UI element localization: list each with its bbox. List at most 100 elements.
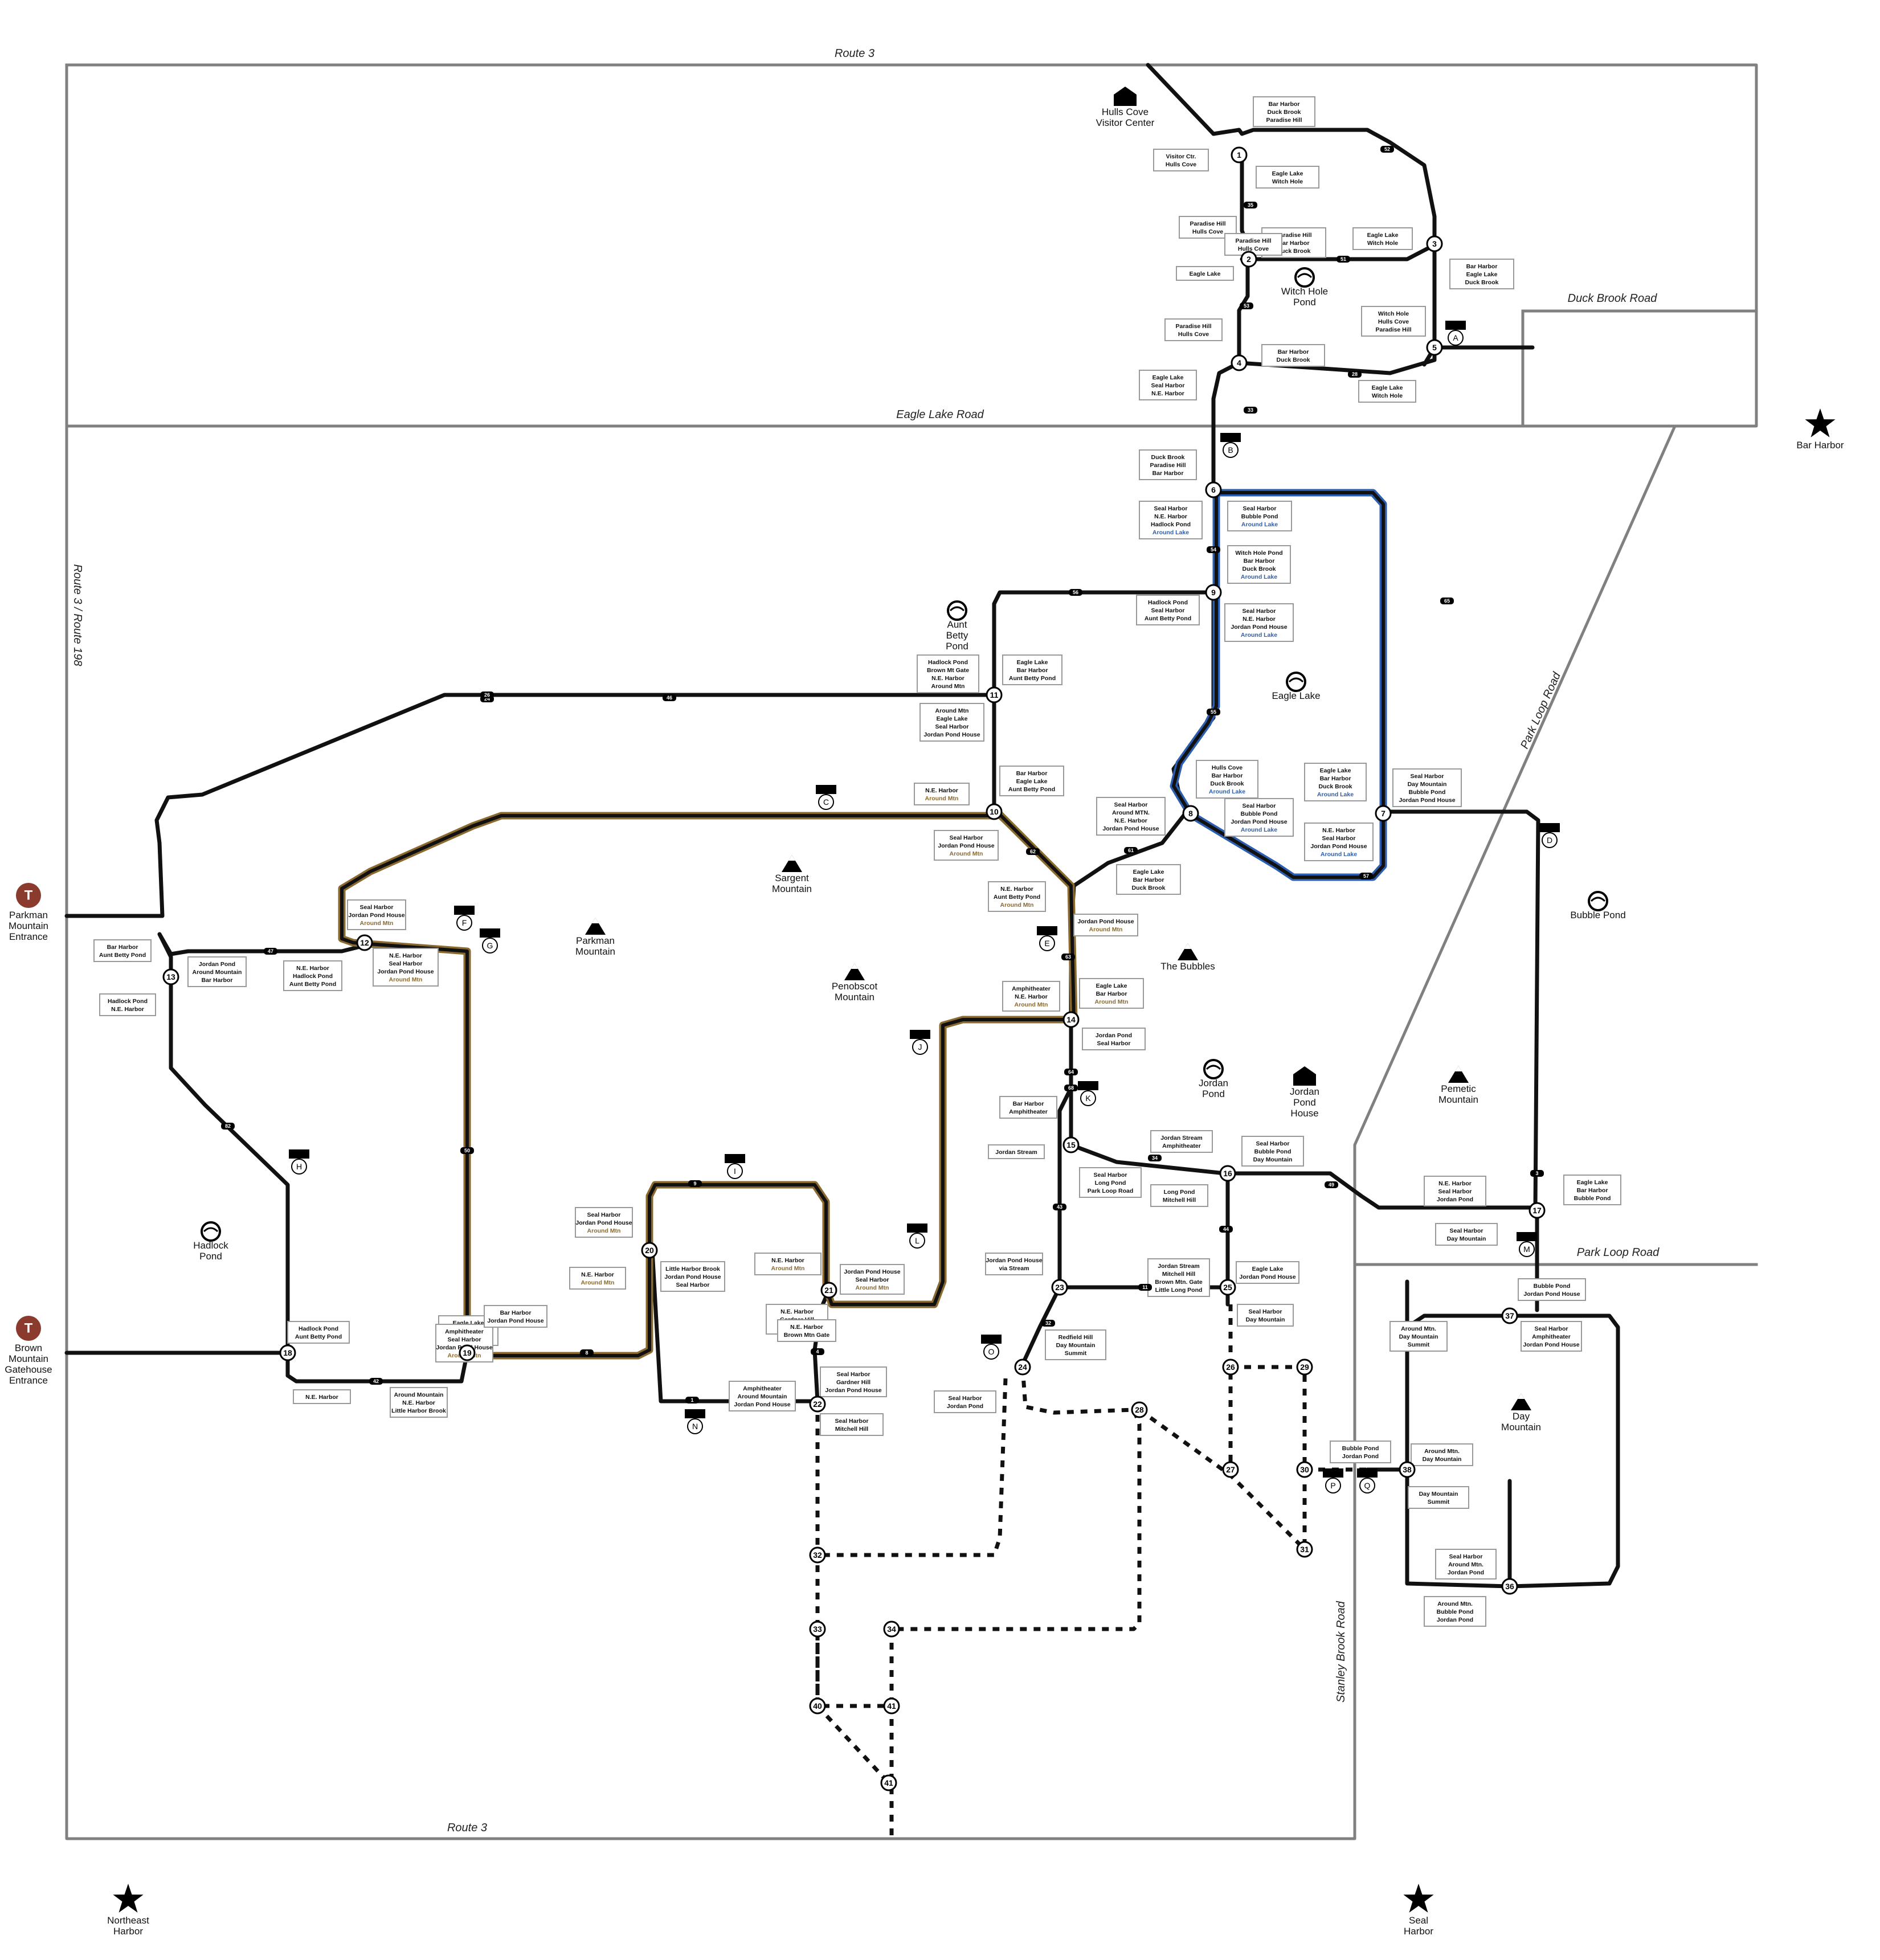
segment-marker: 8 bbox=[580, 1349, 594, 1356]
svg-text:T: T bbox=[24, 1321, 33, 1336]
sign-line: Jordan Pond House bbox=[664, 1274, 721, 1280]
intersection-5: 5 bbox=[1426, 339, 1443, 356]
place-label: Bubble Pond bbox=[1570, 910, 1625, 920]
sign-line: N.E. Harbor bbox=[402, 1400, 435, 1406]
sign-line: Jordan Pond House bbox=[1239, 1274, 1295, 1280]
sign-line: N.E. Harbor bbox=[1151, 390, 1184, 397]
segment-number: 52 bbox=[1384, 146, 1390, 152]
sign-line: Bubble Pond bbox=[1574, 1195, 1611, 1202]
sign-line: Bar Harbor bbox=[500, 1310, 532, 1316]
carriage-road bbox=[1057, 1086, 1073, 1290]
place-label: Pond bbox=[946, 641, 968, 652]
place-label: Seal bbox=[1409, 1915, 1428, 1926]
sign-line: Jordan Pond House bbox=[734, 1401, 790, 1408]
sign-line: Paradise Hill bbox=[1235, 238, 1271, 244]
sign-line: Day Mountain bbox=[1447, 1235, 1486, 1242]
sign-line: Aunt Betty Pond bbox=[1008, 786, 1055, 793]
sign-line: Hadlock Pond bbox=[299, 1325, 338, 1332]
sign-line: Jordan Pond House bbox=[1102, 825, 1159, 832]
pond-icon bbox=[1286, 672, 1306, 692]
intersection-7: 7 bbox=[1375, 805, 1392, 822]
sign-line: Park Loop Road bbox=[1088, 1188, 1134, 1194]
place-label: Gatehouse bbox=[5, 1364, 52, 1375]
parking-e: E bbox=[1037, 926, 1057, 951]
sign-line: Hulls Cove bbox=[1212, 764, 1243, 771]
sign-line: Duck Brook bbox=[1132, 885, 1166, 891]
sign-line: Long Pond bbox=[1164, 1189, 1195, 1196]
intersection-number: 19 bbox=[463, 1348, 472, 1357]
segment-marker: 62 bbox=[1026, 848, 1040, 855]
sign-line: Bar Harbor bbox=[1320, 775, 1351, 782]
sign-line: Seal Harbor bbox=[1535, 1325, 1568, 1332]
intersection-number: 21 bbox=[824, 1286, 833, 1295]
sign-line: Seal Harbor bbox=[1094, 1172, 1127, 1179]
segment-number: 9 bbox=[693, 1181, 696, 1186]
sign-line: Hulls Cove bbox=[1378, 318, 1409, 325]
sign-line: Bar Harbor bbox=[1013, 1100, 1044, 1107]
parking-letter: M bbox=[1523, 1245, 1530, 1254]
intersection-number: 8 bbox=[1188, 809, 1193, 818]
intersection-3: 3 bbox=[1426, 235, 1443, 252]
sign-line: Jordan Pond bbox=[199, 961, 235, 968]
place-label: Penobscot bbox=[832, 981, 878, 992]
intersection-29: 29 bbox=[1296, 1359, 1313, 1376]
sign-line: Around Lake bbox=[1152, 529, 1189, 536]
intersection-number: 5 bbox=[1432, 343, 1437, 352]
sign-line: Around Lake bbox=[1241, 574, 1277, 580]
sign-line: N.E. Harbor bbox=[931, 675, 964, 682]
sign-line: Eagle Lake bbox=[1190, 271, 1221, 277]
sign-line: Day Mountain bbox=[1419, 1491, 1458, 1497]
sign-line: Eagle Lake bbox=[1133, 869, 1164, 875]
star-icon bbox=[1805, 408, 1836, 437]
parking-letter: Q bbox=[1364, 1481, 1371, 1490]
road-label-route3-top: Route 3 bbox=[835, 47, 874, 60]
mountain-icon bbox=[1511, 1393, 1531, 1410]
sign-line: Witch Hole bbox=[1372, 392, 1403, 399]
segment-marker: 65 bbox=[1440, 598, 1454, 604]
parking-p: P bbox=[1323, 1468, 1343, 1493]
intersection-number: 40 bbox=[813, 1701, 822, 1711]
intersection-number: 1 bbox=[1237, 150, 1241, 159]
sign-line: Jordan Stream bbox=[1160, 1135, 1203, 1141]
segment-number: 4 bbox=[816, 1349, 819, 1355]
parking-icon bbox=[289, 1149, 309, 1159]
place-label: Mountain bbox=[9, 920, 48, 931]
sign-line: Bubble Pond bbox=[1241, 811, 1278, 817]
segment-number: 54 bbox=[1211, 547, 1216, 553]
intersection-18: 18 bbox=[279, 1344, 296, 1361]
sign-line: Witch Hole bbox=[1367, 240, 1398, 247]
parking-letter: P bbox=[1330, 1481, 1335, 1490]
segment-marker: 44 bbox=[1219, 1226, 1233, 1233]
sign-line: Long Pond bbox=[1095, 1180, 1126, 1186]
sign-line: Jordan Pond House bbox=[348, 912, 404, 919]
sign-line: Seal Harbor bbox=[1151, 382, 1185, 389]
sign-line: N.E. Harbor bbox=[389, 952, 422, 959]
intersection-number: 9 bbox=[1211, 588, 1216, 597]
intersection-23: 23 bbox=[1051, 1279, 1068, 1296]
road-label-route3-198: Route 3 / Route 198 bbox=[71, 564, 84, 666]
intersection-number: 22 bbox=[813, 1400, 822, 1409]
sign-line: Eagle Lake bbox=[1367, 232, 1399, 239]
segment-number: 50 bbox=[464, 1148, 470, 1153]
segment-number: 3 bbox=[1535, 1171, 1538, 1176]
intersection-11: 11 bbox=[986, 686, 1003, 703]
carriage-road bbox=[1146, 63, 1216, 136]
segment-marker: 52 bbox=[1380, 146, 1394, 153]
place-label: House bbox=[1290, 1108, 1318, 1119]
segment-marker: 49 bbox=[1325, 1181, 1338, 1188]
sign-line: Around Lake bbox=[1321, 851, 1357, 858]
parking-letter: K bbox=[1085, 1094, 1091, 1103]
